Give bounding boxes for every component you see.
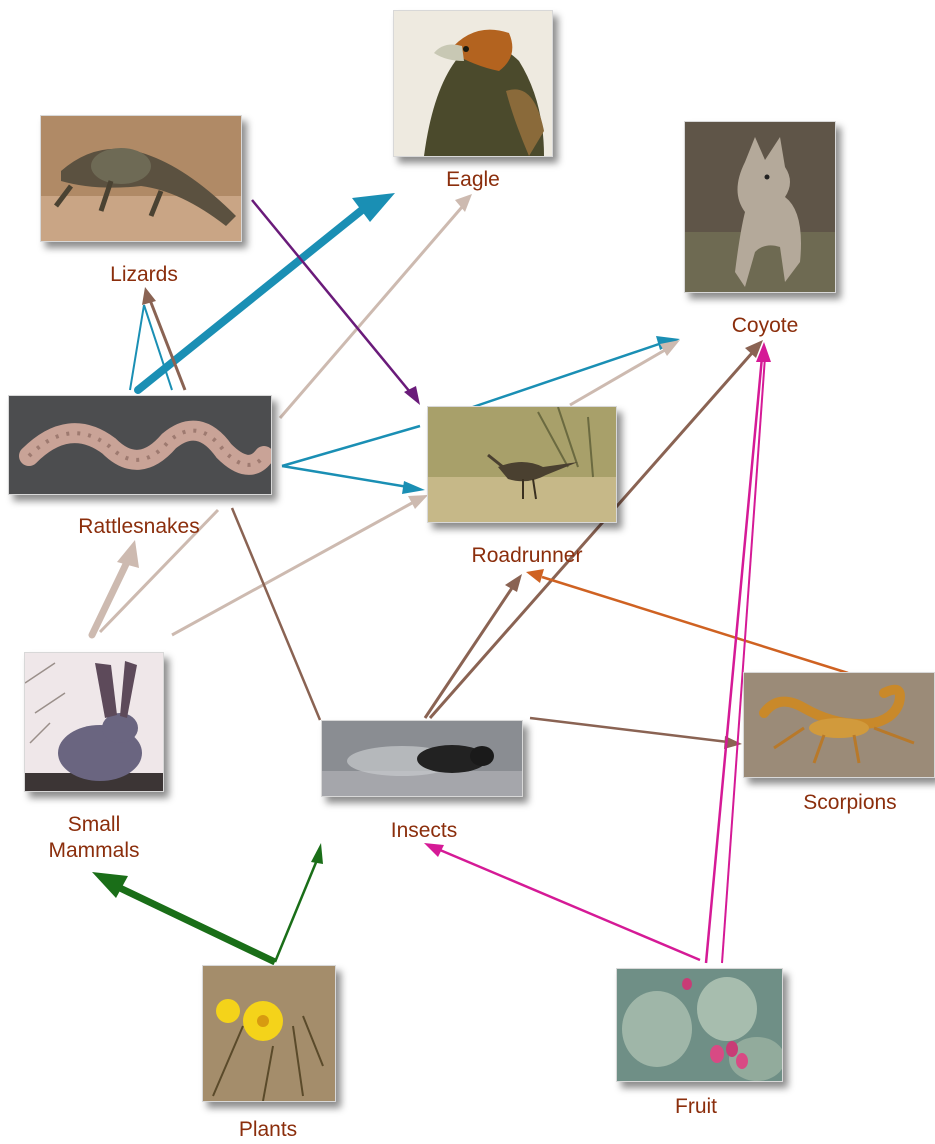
arrow-insects-to-coyote — [430, 340, 763, 718]
eagle-image — [393, 10, 553, 157]
label-small-mammals: Small Mammals — [34, 812, 154, 864]
arrow-roadrunner-to-coyote — [470, 336, 680, 408]
coyote-image — [684, 121, 836, 293]
arrow-plants-to-smallmammals — [92, 872, 275, 962]
label-plants: Plants — [239, 1117, 297, 1143]
roadrunner-image — [427, 406, 617, 523]
arrow-rattlesnakes-to-roadrunner — [282, 426, 425, 494]
label-small-mammals-line1: Small — [68, 813, 121, 836]
label-fruit: Fruit — [675, 1094, 717, 1120]
fruit-image — [616, 968, 783, 1082]
label-lizards: Lizards — [110, 262, 178, 288]
arrow-rattlesnakes-to-eagle — [280, 194, 472, 418]
label-roadrunner: Roadrunner — [472, 543, 583, 569]
scorpions-image — [743, 672, 935, 778]
arrow-scorpions-to-roadrunner — [526, 569, 848, 673]
label-scorpions: Scorpions — [803, 790, 896, 816]
plants-image — [202, 965, 336, 1102]
arrow-insects-to-scorpions — [530, 718, 742, 749]
arrow-insects-to-roadrunner — [425, 574, 522, 718]
arrow-fruit-to-coyote — [706, 342, 771, 963]
arrow-plants-to-insects — [275, 843, 323, 962]
arrow-roadrunner-to-coyote-tan — [570, 340, 680, 405]
label-eagle: Eagle — [446, 167, 500, 193]
arrow-fruit-to-insects — [424, 843, 700, 960]
insects-image — [321, 720, 523, 797]
arrow-rattlesnakes-insects — [232, 508, 320, 720]
label-small-mammals-line2: Mammals — [48, 839, 139, 862]
small-mammals-image — [24, 652, 164, 792]
label-coyote: Coyote — [732, 313, 799, 339]
rattlesnakes-image — [8, 395, 272, 495]
label-rattlesnakes: Rattlesnakes — [78, 514, 199, 540]
label-insects: Insects — [391, 818, 458, 844]
lizards-image — [40, 115, 242, 242]
